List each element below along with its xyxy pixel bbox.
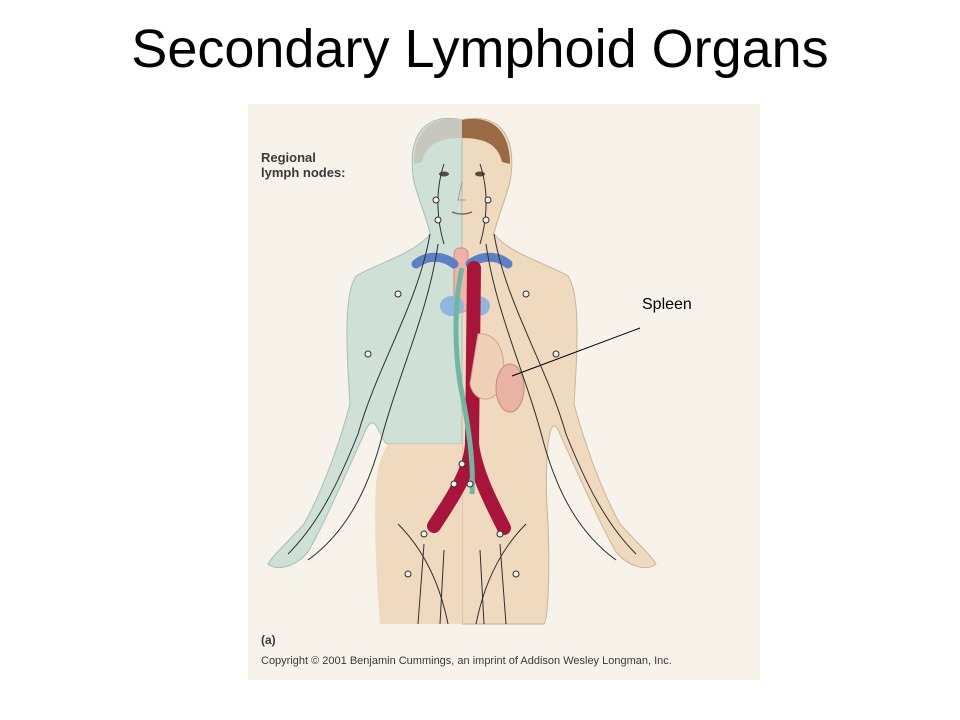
spleen <box>495 363 525 413</box>
panel-letter: (a) <box>261 633 276 647</box>
aorta-branch-right <box>465 437 511 535</box>
lower-left-torso <box>375 444 462 624</box>
mouth <box>451 211 473 215</box>
thymus-left <box>440 296 464 316</box>
nose <box>457 181 466 201</box>
thoracic-duct <box>453 267 475 495</box>
lymphatic-system-figure: Regional lymph nodes: (a) Copyright © 20… <box>248 104 760 680</box>
regional-lymph-nodes-label: Regional lymph nodes: <box>261 150 346 180</box>
hair-left <box>414 118 462 164</box>
body-illustration <box>267 118 657 625</box>
spleen-callout-label: Spleen <box>642 296 692 313</box>
hair-right <box>462 118 510 164</box>
lymph-nodes <box>364 196 560 578</box>
slide-title: Secondary Lymphoid Organs <box>131 19 829 79</box>
body-left-half <box>267 118 463 568</box>
lymph-vessels <box>287 163 637 625</box>
copyright-notice: Copyright © 2001 Benjamin Cummings, an i… <box>261 655 672 667</box>
